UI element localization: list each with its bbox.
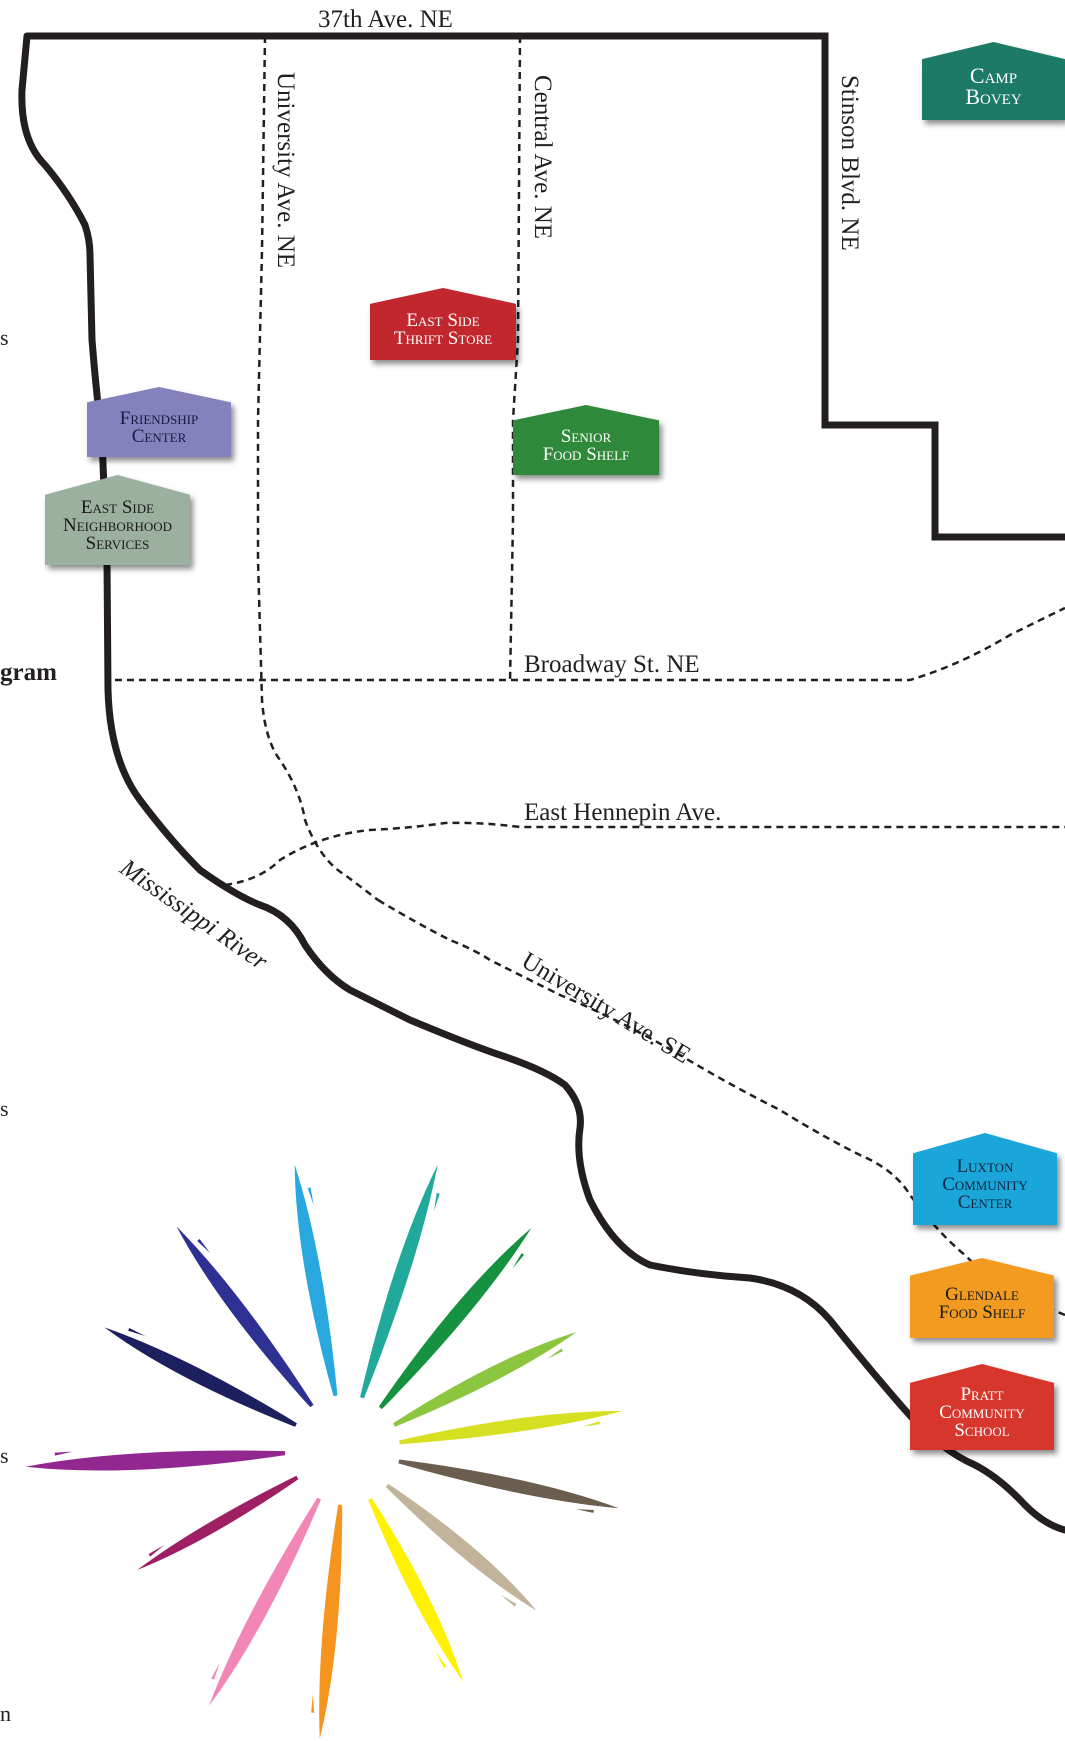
location-senior-food-shelf-line2: Food Shelf [542, 444, 630, 465]
logo-ray-splatter [211, 1662, 220, 1680]
logo-ray-splatter [311, 1694, 315, 1713]
edge-text-fragment: s [0, 1443, 9, 1468]
central-ave-ne-line [508, 35, 522, 683]
logo-ray [378, 1227, 532, 1410]
street-label-stinson-blvd-ne: Stinson Blvd. NE [836, 75, 863, 251]
logo-ray [399, 1411, 623, 1445]
logo-ray-splatter [435, 1651, 447, 1668]
street-label-central-ave-ne: Central Ave. NE [529, 75, 556, 240]
location-camp-bovey-line2: Bovey [965, 84, 1022, 109]
street-label-university-ave-ne: University Ave. NE [272, 72, 299, 269]
location-east-side-thrift-store-line2: Thrift Store [393, 328, 493, 349]
logo-ray [398, 1459, 619, 1509]
river-boundary [18, 32, 1065, 1534]
location-east-side-neighborhood-services-line2: Neighborhood [62, 514, 173, 536]
logo-ray-splatter [197, 1239, 211, 1254]
logo-ray-splatter [307, 1187, 314, 1206]
university-ave-se-line [377, 898, 1065, 1317]
logo-ray [104, 1327, 297, 1427]
logo-ray [319, 1504, 343, 1739]
logo-ray [368, 1498, 464, 1682]
logo-ray [25, 1450, 286, 1471]
location-luxton-community-center-line1: Luxton [956, 1155, 1014, 1177]
broadway-st-ne-line [115, 606, 1065, 682]
street-label-broadway-st-ne: Broadway St. NE [524, 651, 700, 678]
logo-ray-splatter [512, 1252, 524, 1269]
logo-ray [208, 1497, 321, 1707]
edge-text-fragment: s [0, 1096, 9, 1121]
logo-ray [137, 1475, 299, 1570]
location-east-side-neighborhood-services-line3: Services [85, 533, 150, 555]
logo-ray [176, 1226, 314, 1408]
location-glendale-food-shelf-line1: Glendale [945, 1283, 1019, 1305]
logo-ray [385, 1483, 537, 1611]
logo-ray [360, 1164, 438, 1399]
logo-ray-splatter [575, 1509, 594, 1513]
logo-ray-splatter [128, 1328, 146, 1337]
edge-text-fragment: s [0, 325, 9, 350]
east-hennepin-ave-line [224, 821, 1065, 887]
street-label-east-hennepin-ave: East Hennepin Ave. [524, 799, 722, 826]
edge-text-fragment-bold: gram [0, 659, 57, 686]
logo-ray-splatter [54, 1451, 73, 1456]
location-pratt-community-school-line1: Pratt [960, 1383, 1004, 1405]
location-east-side-neighborhood-services-line1: East Side [80, 496, 155, 518]
location-friendship-center-line1: Friendship [119, 407, 199, 429]
location-glendale-food-shelf-line2: Food Shelf [938, 1302, 1026, 1323]
location-friendship-center-line2: Center [131, 426, 187, 447]
location-east-side-thrift-store-line1: East Side [406, 309, 480, 331]
location-senior-food-shelf-line1: Senior [560, 425, 612, 447]
logo-ray-splatter [500, 1594, 517, 1607]
edge-text-fragment: n [0, 1701, 11, 1726]
neighborhood-boundary [27, 32, 1065, 541]
starburst-logo [25, 1164, 623, 1739]
logo-ray-splatter [148, 1544, 165, 1557]
location-camp-bovey-line1: Camp [969, 63, 1018, 89]
location-luxton-community-center-line2: Community [942, 1173, 1028, 1195]
location-pratt-community-school-line3: School [954, 1420, 1010, 1442]
street-label-37th-ave-ne: 37th Ave. NE [318, 6, 453, 33]
location-pratt-community-school-line2: Community [939, 1401, 1025, 1423]
logo-ray [393, 1331, 577, 1427]
logo-ray-splatter [582, 1421, 600, 1427]
university-ave-ne-line [256, 35, 379, 901]
location-luxton-community-center-line3: Center [957, 1192, 1013, 1214]
logo-ray [294, 1164, 338, 1397]
logo-ray-splatter [434, 1192, 440, 1211]
logo-ray-splatter [546, 1348, 563, 1360]
